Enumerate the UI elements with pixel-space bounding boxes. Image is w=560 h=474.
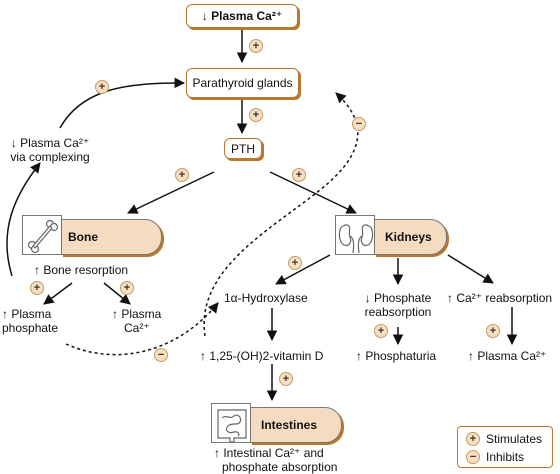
stimulates-badge: + bbox=[288, 256, 302, 270]
stimulates-badge: + bbox=[374, 324, 388, 338]
inhibits-badge: − bbox=[352, 117, 366, 131]
arrow-kidneys-to-ca-reabsorption bbox=[447, 254, 494, 284]
legend-stimulates-label: Stimulates bbox=[486, 432, 543, 446]
legend-inhibits-label: Inhibits bbox=[486, 450, 525, 464]
phosphate-reabsorption-label: ↓ Phosphate reabsorption bbox=[364, 291, 432, 319]
stimulates-badge: + bbox=[175, 168, 189, 182]
plasma-calcium-box: ↓ Plasma Ca²⁺ bbox=[186, 4, 298, 28]
kidneys-icon bbox=[335, 215, 375, 255]
stimulates-badge: + bbox=[120, 281, 134, 295]
bone-plasma-calcium-label: ↑ Plasma Ca²⁺ bbox=[112, 307, 162, 335]
intestines-box: Intestines bbox=[250, 407, 342, 443]
arrow-pth-to-kidneys bbox=[269, 171, 357, 214]
plasma-phosphate-label: ↑ Plasma phosphate bbox=[2, 307, 59, 335]
dashed-arrow-phosphate-inhibits-hydroxylase bbox=[65, 302, 219, 356]
pth-box: PTH bbox=[224, 138, 262, 159]
bone-icon bbox=[22, 215, 62, 255]
stimulates-badge: + bbox=[249, 108, 263, 122]
arrow-bone-to-plasma-ca bbox=[103, 282, 131, 305]
complexing-label: ↓ Plasma Ca²⁺ via complexing bbox=[10, 136, 90, 164]
arrow-kidneys-to-hydroxylase bbox=[275, 254, 331, 285]
arrow-phosphate-to-complexing bbox=[6, 162, 41, 277]
kidneys-box: Kidneys bbox=[374, 219, 447, 255]
bone-box: Bone bbox=[61, 219, 162, 255]
stimulates-badge: + bbox=[486, 324, 500, 338]
arrow-complexing-to-parathyroid bbox=[59, 77, 186, 129]
legend-inhibits-icon: − bbox=[466, 450, 480, 464]
stimulates-badge: + bbox=[30, 281, 44, 295]
stimulates-badge: + bbox=[279, 372, 293, 386]
kidney-plasma-calcium-label: ↑ Plasma Ca²⁺ bbox=[468, 349, 547, 363]
inhibits-badge: − bbox=[154, 348, 168, 362]
intestinal-absorption-label: ↑ Intestinal Ca²⁺ and phosphate absorpti… bbox=[214, 446, 338, 474]
hydroxylase-label: 1α-Hydroxylase bbox=[224, 291, 308, 305]
arrow-pth-to-bone bbox=[127, 171, 215, 214]
parathyroid-glands-box: Parathyroid glands bbox=[186, 68, 299, 98]
calcium-reabsorption-label: ↑ Ca²⁺ reabsorption bbox=[447, 291, 553, 305]
stimulates-badge: + bbox=[95, 80, 109, 94]
intestines-icon bbox=[211, 403, 251, 443]
arrow-bone-to-phosphate bbox=[43, 282, 73, 305]
legend: + Stimulates − Inhibits bbox=[457, 426, 553, 468]
vitamin-d-label: ↑ 1,25-(OH)2-vitamin D bbox=[200, 349, 324, 363]
stimulates-badge: + bbox=[292, 168, 306, 182]
legend-stimulates-icon: + bbox=[466, 432, 480, 446]
stimulates-badge: + bbox=[249, 39, 263, 53]
phosphaturia-label: ↑ Phosphaturia bbox=[356, 349, 437, 363]
bone-resorption-label: ↑ Bone resorption bbox=[34, 263, 129, 277]
